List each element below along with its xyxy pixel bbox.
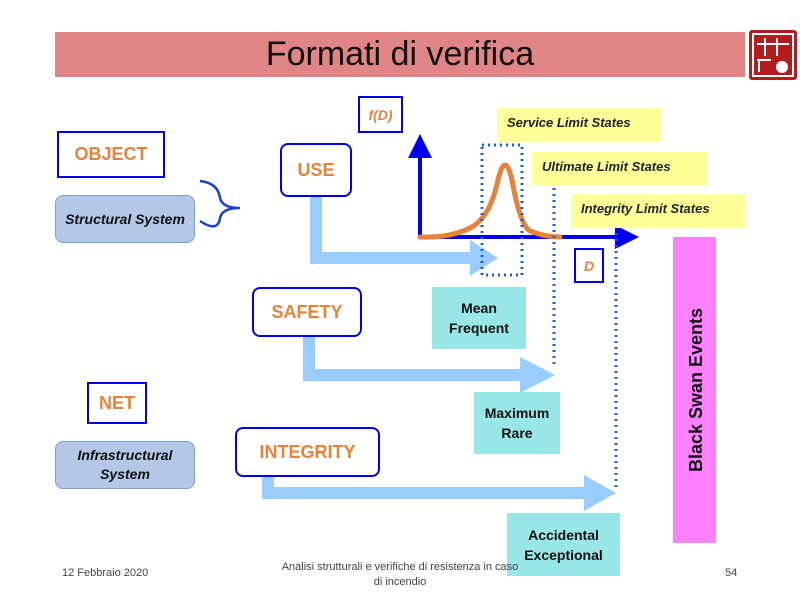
integrity-box: INTEGRITY — [235, 427, 380, 477]
title-bar — [55, 32, 745, 77]
page-number: 54 — [725, 567, 738, 579]
black-swan-bar: Black Swan Events — [673, 237, 716, 543]
service-limit-states: Service Limit States — [497, 108, 661, 142]
black-swan-label: Black Swan Events — [686, 307, 706, 473]
x-axis-label: D — [574, 248, 604, 283]
structural-system-box: Structural System — [55, 195, 195, 243]
distribution-curve — [417, 162, 563, 240]
infrastructural-system-box: Infrastructural System — [55, 441, 195, 489]
safety-box: SAFETY — [252, 287, 362, 337]
net-label: NET — [87, 382, 147, 424]
integrity-arrow — [262, 475, 616, 511]
seal-icon — [752, 33, 794, 77]
use-box: USE — [280, 143, 352, 197]
ultimate-limit-states: Ultimate Limit States — [532, 152, 708, 185]
footer-title: Analisi strutturali e verifiche di resis… — [281, 561, 519, 588]
accidental-exceptional-box: Accidental Exceptional — [507, 513, 620, 576]
mean-frequent-box: Mean Frequent — [432, 287, 526, 349]
use-arrow — [310, 197, 498, 276]
brace-icon — [199, 179, 241, 228]
object-label: OBJECT — [57, 131, 165, 178]
y-axis-label: f(D) — [358, 96, 403, 133]
safety-arrow — [303, 337, 555, 393]
maximum-rare-box: Maximum Rare — [474, 392, 560, 454]
service-zone-dotted — [480, 143, 524, 277]
integrity-limit-states: Integrity Limit States — [571, 194, 745, 228]
slide-title: Formati di verifica — [265, 35, 535, 73]
seal-logo — [749, 30, 797, 80]
footer-date: 12 Febbraio 2020 — [62, 567, 149, 579]
